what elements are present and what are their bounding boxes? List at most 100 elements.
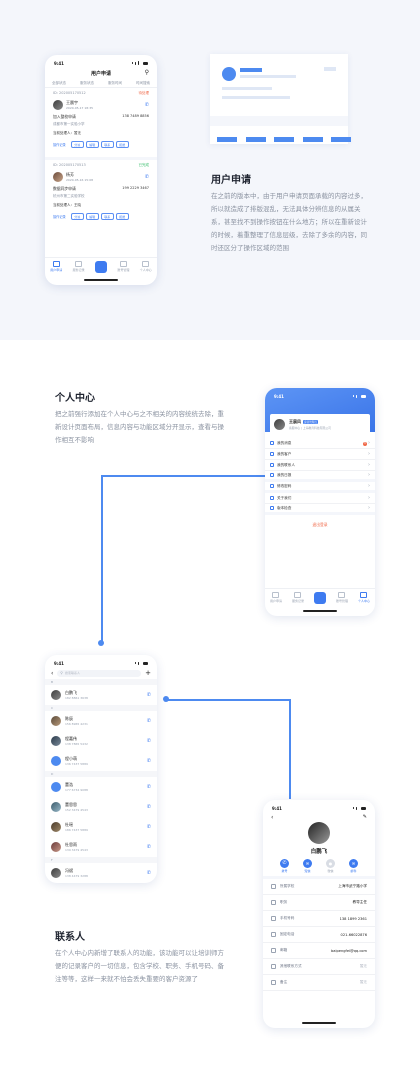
phone-user-apply: 9:41 用户申请 ⚲ 全部状态 服务状态 服务时间 时间搜索 ID: 2020… (45, 55, 157, 285)
menu-my-customers[interactable]: 我的客户› (265, 449, 375, 460)
profile-card[interactable]: 王晨风 运营管理员 客服中心 | 上海教育科技有限公司 (270, 414, 370, 434)
search-box[interactable]: ⚲ 搜索联系人 (57, 669, 142, 677)
phone-icon[interactable]: ✆ (146, 870, 151, 876)
phone-icon[interactable]: ✆ (146, 692, 151, 698)
phone-icon[interactable]: ✆ (144, 102, 149, 108)
operation-log-link[interactable]: 操作记录 (53, 215, 66, 220)
wireframe-buttons (217, 137, 351, 142)
connector-line (101, 475, 267, 477)
back-icon[interactable]: ‹ (271, 813, 274, 821)
phone-icon[interactable]: ✆ (146, 804, 151, 810)
home-indicator (84, 279, 118, 281)
edit-button[interactable]: 编辑 (85, 141, 99, 149)
call-action[interactable]: ✆拨号 (280, 859, 289, 873)
tab-center[interactable] (94, 260, 107, 273)
menu-my-daily[interactable]: 我的日报› (265, 471, 375, 482)
personal-center-heading: 个人中心 (55, 393, 95, 404)
menu-about-us[interactable]: 关于我们› (265, 493, 375, 504)
phone-icon[interactable]: ✆ (146, 718, 151, 724)
tab-center[interactable] (313, 591, 326, 604)
version-icon (270, 506, 274, 510)
reject-button[interactable]: 拒绝 (115, 141, 129, 149)
tab-icon (75, 261, 83, 267)
status-bar: 9:41 (45, 655, 157, 667)
tab-center-icon (94, 260, 107, 273)
tab-personal[interactable]: 个人中心 (140, 261, 152, 272)
phone-icon[interactable]: ✆ (146, 758, 151, 764)
assign-button[interactable]: 分派 (70, 141, 84, 149)
filter-service-status[interactable]: 服务状态 (80, 80, 94, 85)
sms-action[interactable]: ✉短信 (303, 859, 312, 873)
home-indicator (303, 610, 337, 612)
assign-button[interactable]: 分派 (70, 213, 84, 221)
tab-account[interactable]: 账号管理 (117, 261, 129, 272)
status-bar: 9:41 (45, 55, 157, 67)
avatar (51, 868, 61, 878)
tab-service-record[interactable]: 服务记录 (73, 261, 85, 272)
phone-icon[interactable]: ✆ (146, 844, 151, 850)
back-icon[interactable]: ‹ (51, 669, 54, 677)
tab-user-apply[interactable]: 用户申请 (270, 592, 282, 603)
phone-icon[interactable]: ✆ (146, 824, 151, 830)
phone-contact-detail: 9:41 ‹ ✎ 白鹏飞 ✆拨号 ✉短信 ●微信 ✉邮件 所属学校上海市武宁路小… (263, 800, 375, 1028)
operation-log-link[interactable]: 操作记录 (53, 143, 66, 148)
phone-icon[interactable]: ✆ (146, 738, 151, 744)
contact-button[interactable]: 联系 (100, 141, 114, 149)
connector-line (289, 699, 291, 799)
nav-bar: 用户申请 ⚲ (45, 67, 157, 79)
mail-icon: ✉ (349, 859, 358, 868)
wechat-action[interactable]: ●微信 (326, 859, 335, 873)
message-icon: ✉ (303, 859, 312, 868)
search-icon[interactable]: ⚲ (144, 69, 149, 76)
apply-card[interactable]: ID: 202005170513 已完成 杨芳 2020-05-16 15:08… (45, 160, 157, 232)
avatar (51, 842, 61, 852)
detail-row-position: 职务教导主任 (263, 895, 375, 911)
edit-button[interactable]: 编辑 (85, 213, 99, 221)
avatar (53, 172, 63, 182)
filter-time-search[interactable]: 时间搜索 (136, 80, 150, 85)
filter-service-time[interactable]: 服务时间 (108, 80, 122, 85)
tab-icon (338, 592, 346, 598)
menu-my-contacts[interactable]: 我的联系人› (265, 460, 375, 471)
search-icon: ⚲ (60, 671, 63, 675)
logout-button[interactable]: 退出登录 (312, 522, 328, 527)
phone-icon: ✆ (280, 859, 289, 868)
apply-card[interactable]: ID: 202005170512 待处理 王晨宇 2020-05-17 18:3… (45, 88, 157, 160)
phone-icon[interactable]: ✆ (144, 174, 149, 180)
detail-row-other: 其他联系方式暂无 (263, 959, 375, 975)
tab-center-icon (313, 591, 326, 604)
edit-icon[interactable]: ✎ (362, 814, 367, 820)
chevron-right-icon: › (368, 472, 370, 478)
tab-personal[interactable]: 个人中心 (358, 592, 370, 603)
menu-version-check[interactable]: 版本检查› (265, 504, 375, 515)
tab-user-apply[interactable]: 用户申请 (50, 261, 62, 272)
tab-service-record[interactable]: 服务记录 (292, 592, 304, 603)
avatar (274, 418, 285, 430)
position-icon (271, 900, 276, 905)
phone-icon[interactable]: ✆ (146, 784, 151, 790)
contact-button[interactable]: 联系 (100, 213, 114, 221)
apply-handler: 当前处理人：王晓 (53, 203, 81, 207)
apply-time: 2020-05-17 18:35 (66, 106, 94, 110)
menu-change-password[interactable]: 修改密码› (265, 482, 375, 493)
apply-id: ID: 202005170513 (53, 163, 86, 167)
filter-all-status[interactable]: 全部状态 (52, 80, 66, 85)
mail-action[interactable]: ✉邮件 (349, 859, 358, 873)
reject-button[interactable]: 拒绝 (115, 213, 129, 221)
add-contact-icon[interactable]: + (145, 669, 151, 677)
tab-account[interactable]: 账号管理 (336, 592, 348, 603)
